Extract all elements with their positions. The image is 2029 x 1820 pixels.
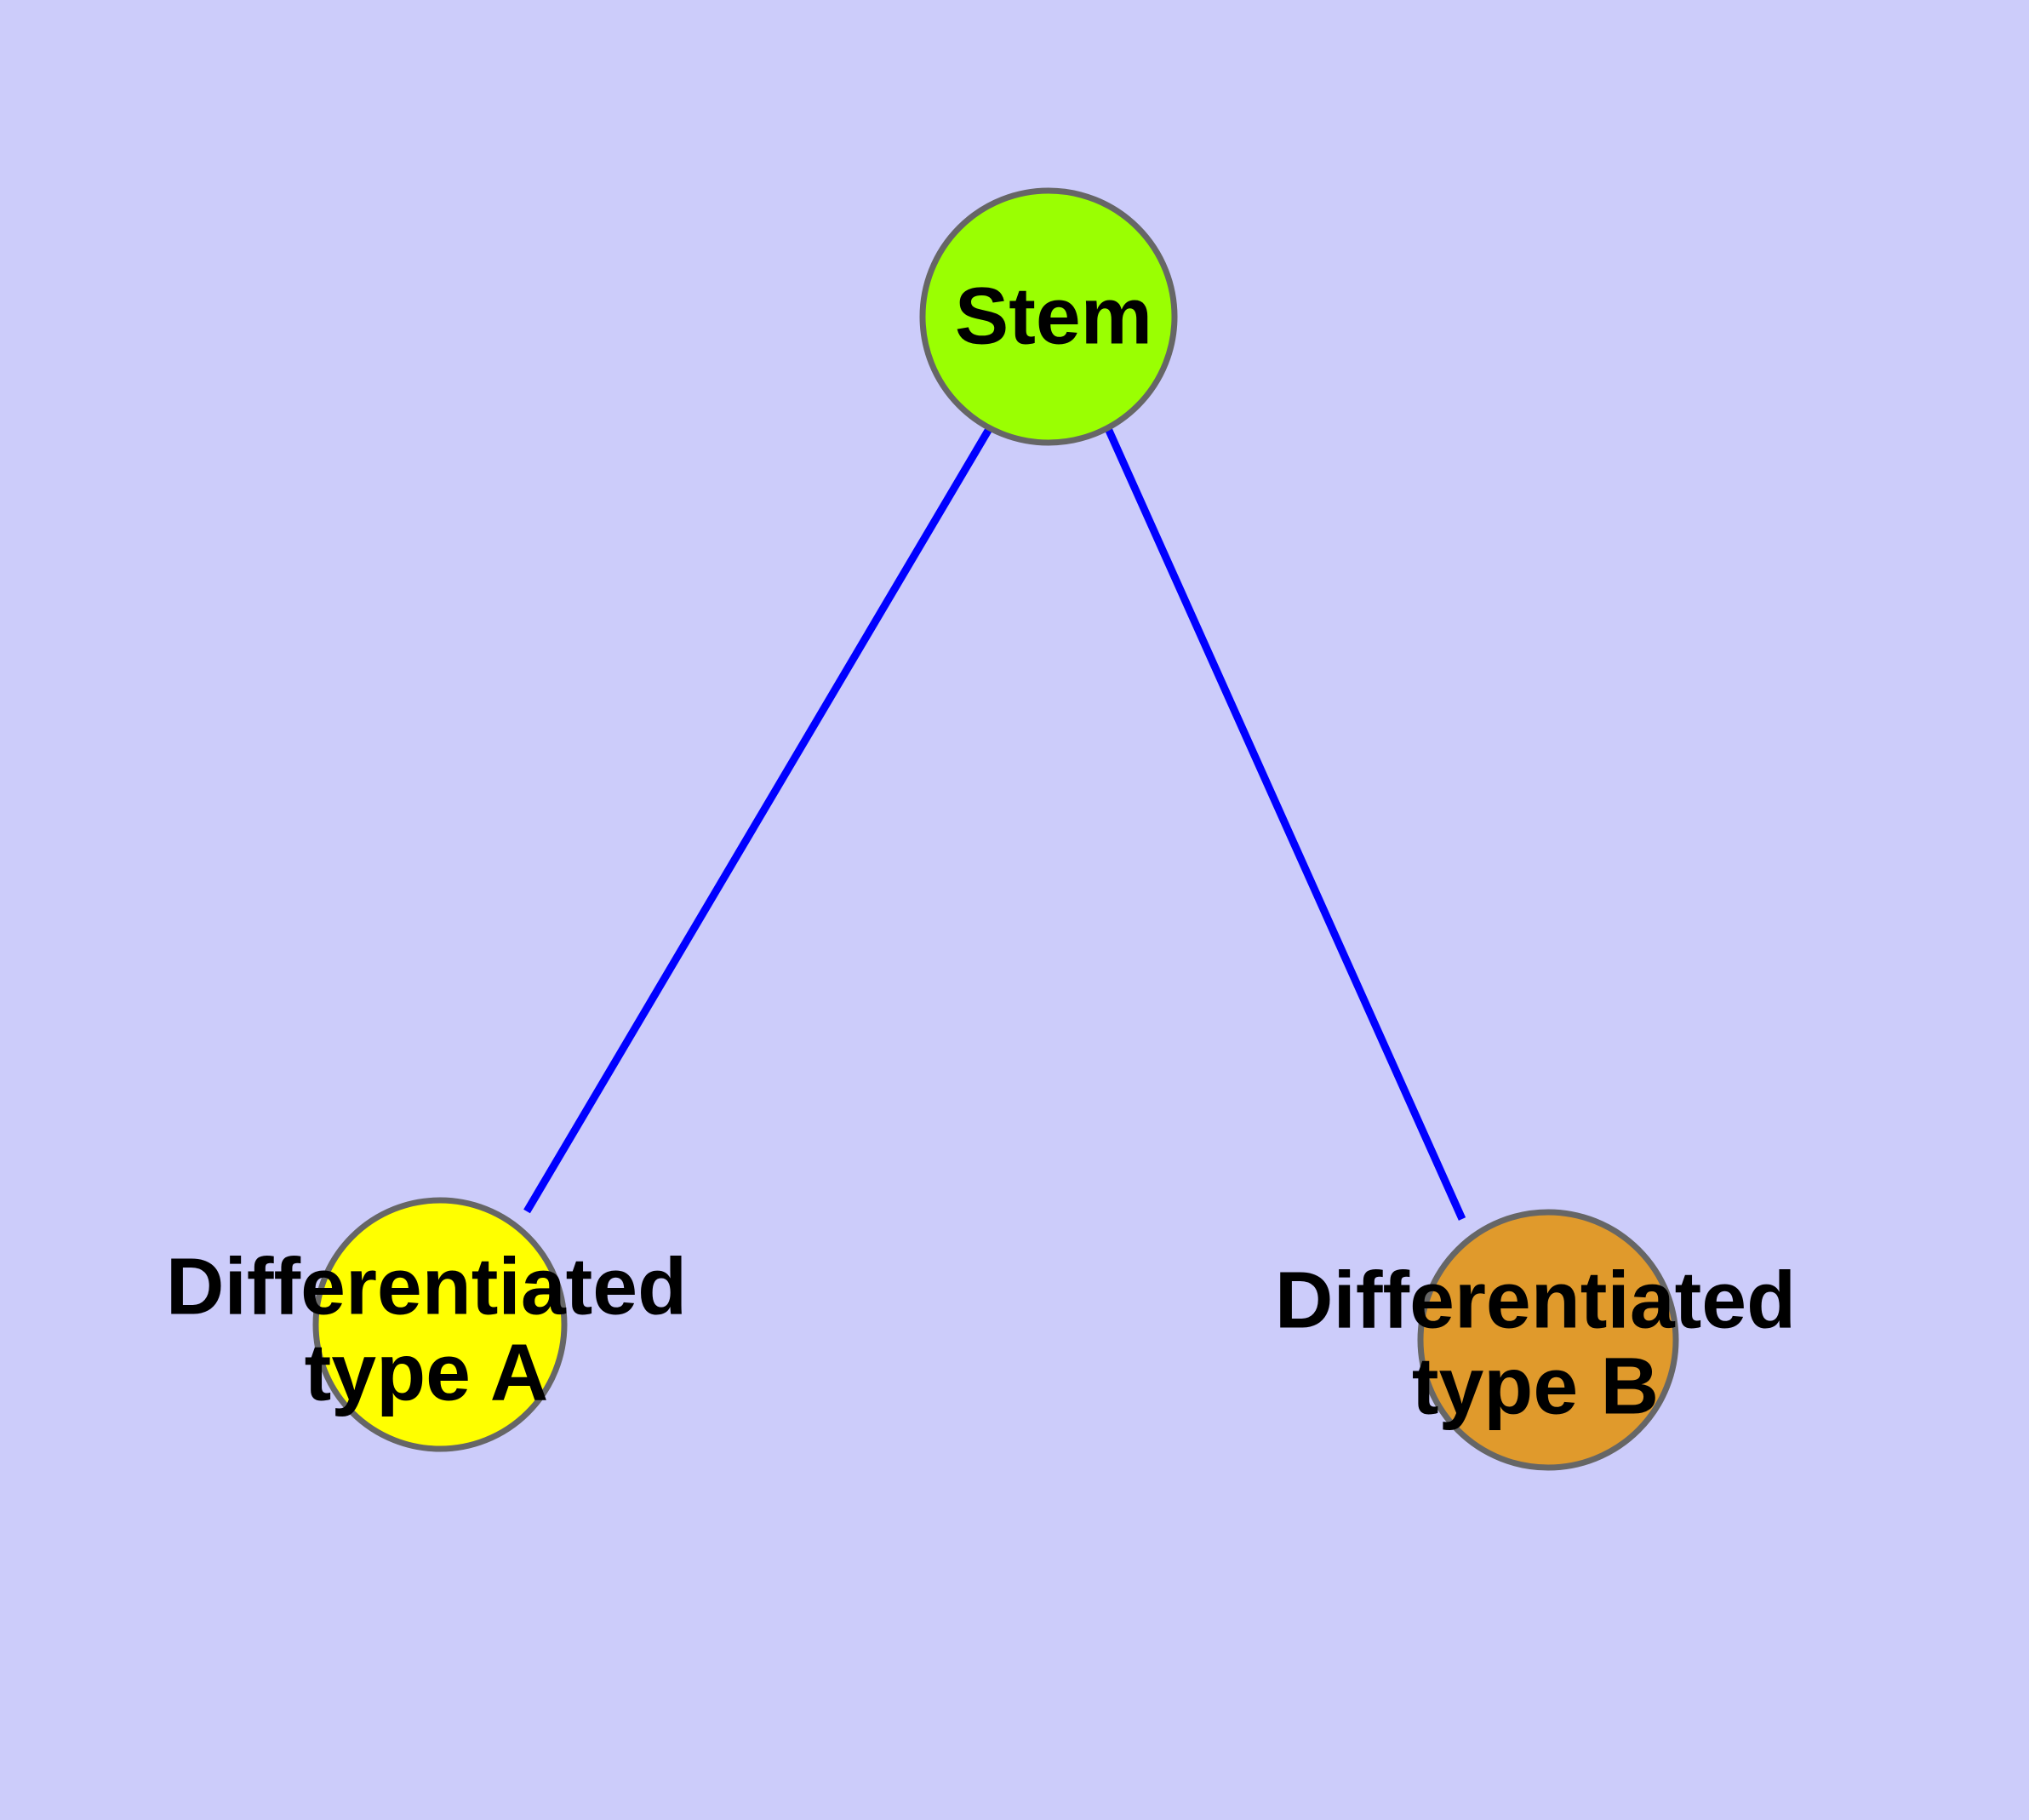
edge-layer	[523, 422, 1466, 1221]
node-differentiated-type-a[interactable]	[312, 1197, 568, 1452]
node-layer	[312, 187, 1679, 1471]
node-stem[interactable]	[919, 187, 1178, 446]
edge-stem-to-differentiated-type-a[interactable]	[523, 422, 995, 1214]
edge-stem-to-differentiated-type-b[interactable]	[1102, 423, 1466, 1221]
node-differentiated-type-b[interactable]	[1417, 1209, 1679, 1471]
